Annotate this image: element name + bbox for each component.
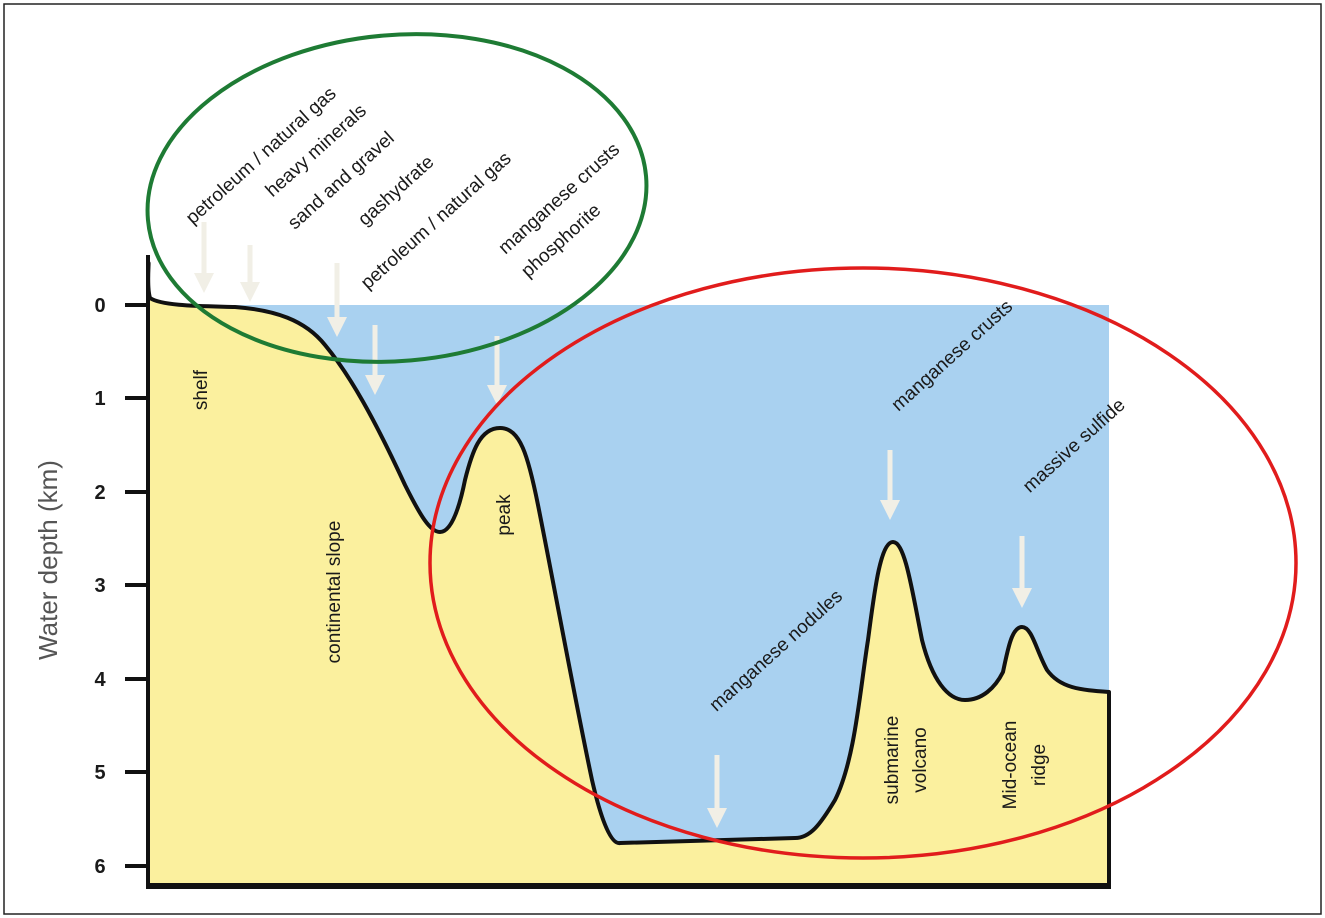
- y-axis-title: Water depth (km): [33, 460, 63, 660]
- label-petroleum-gas-slope: petroleum / natural gas: [357, 148, 515, 294]
- label-shelf: shelf: [191, 369, 212, 410]
- label-submarine-volcano-2: volcano: [910, 727, 931, 793]
- resource-arrows: [194, 222, 1032, 828]
- label-mid-ocean-ridge-2: ridge: [1029, 744, 1050, 786]
- y-axis-ticks: [125, 303, 148, 868]
- shallow-resources-ellipse: [145, 32, 649, 364]
- y-tick-label: 1: [94, 388, 105, 410]
- y-tick-label: 4: [94, 669, 106, 691]
- y-tick-label: 2: [94, 482, 105, 504]
- label-continental-slope: continental slope: [324, 521, 345, 664]
- label-peak: peak: [494, 494, 515, 536]
- label-mid-ocean-ridge-1: Mid-ocean: [1000, 721, 1021, 810]
- y-tick-label: 3: [94, 575, 105, 597]
- deep-sea-resources-ellipse: [428, 266, 1298, 860]
- y-tick-label: 0: [94, 295, 105, 317]
- y-tick-label: 6: [94, 856, 105, 878]
- figure-frame: [3, 3, 1322, 915]
- y-tick-label: 5: [94, 762, 105, 784]
- label-submarine-volcano-1: submarine: [882, 716, 903, 805]
